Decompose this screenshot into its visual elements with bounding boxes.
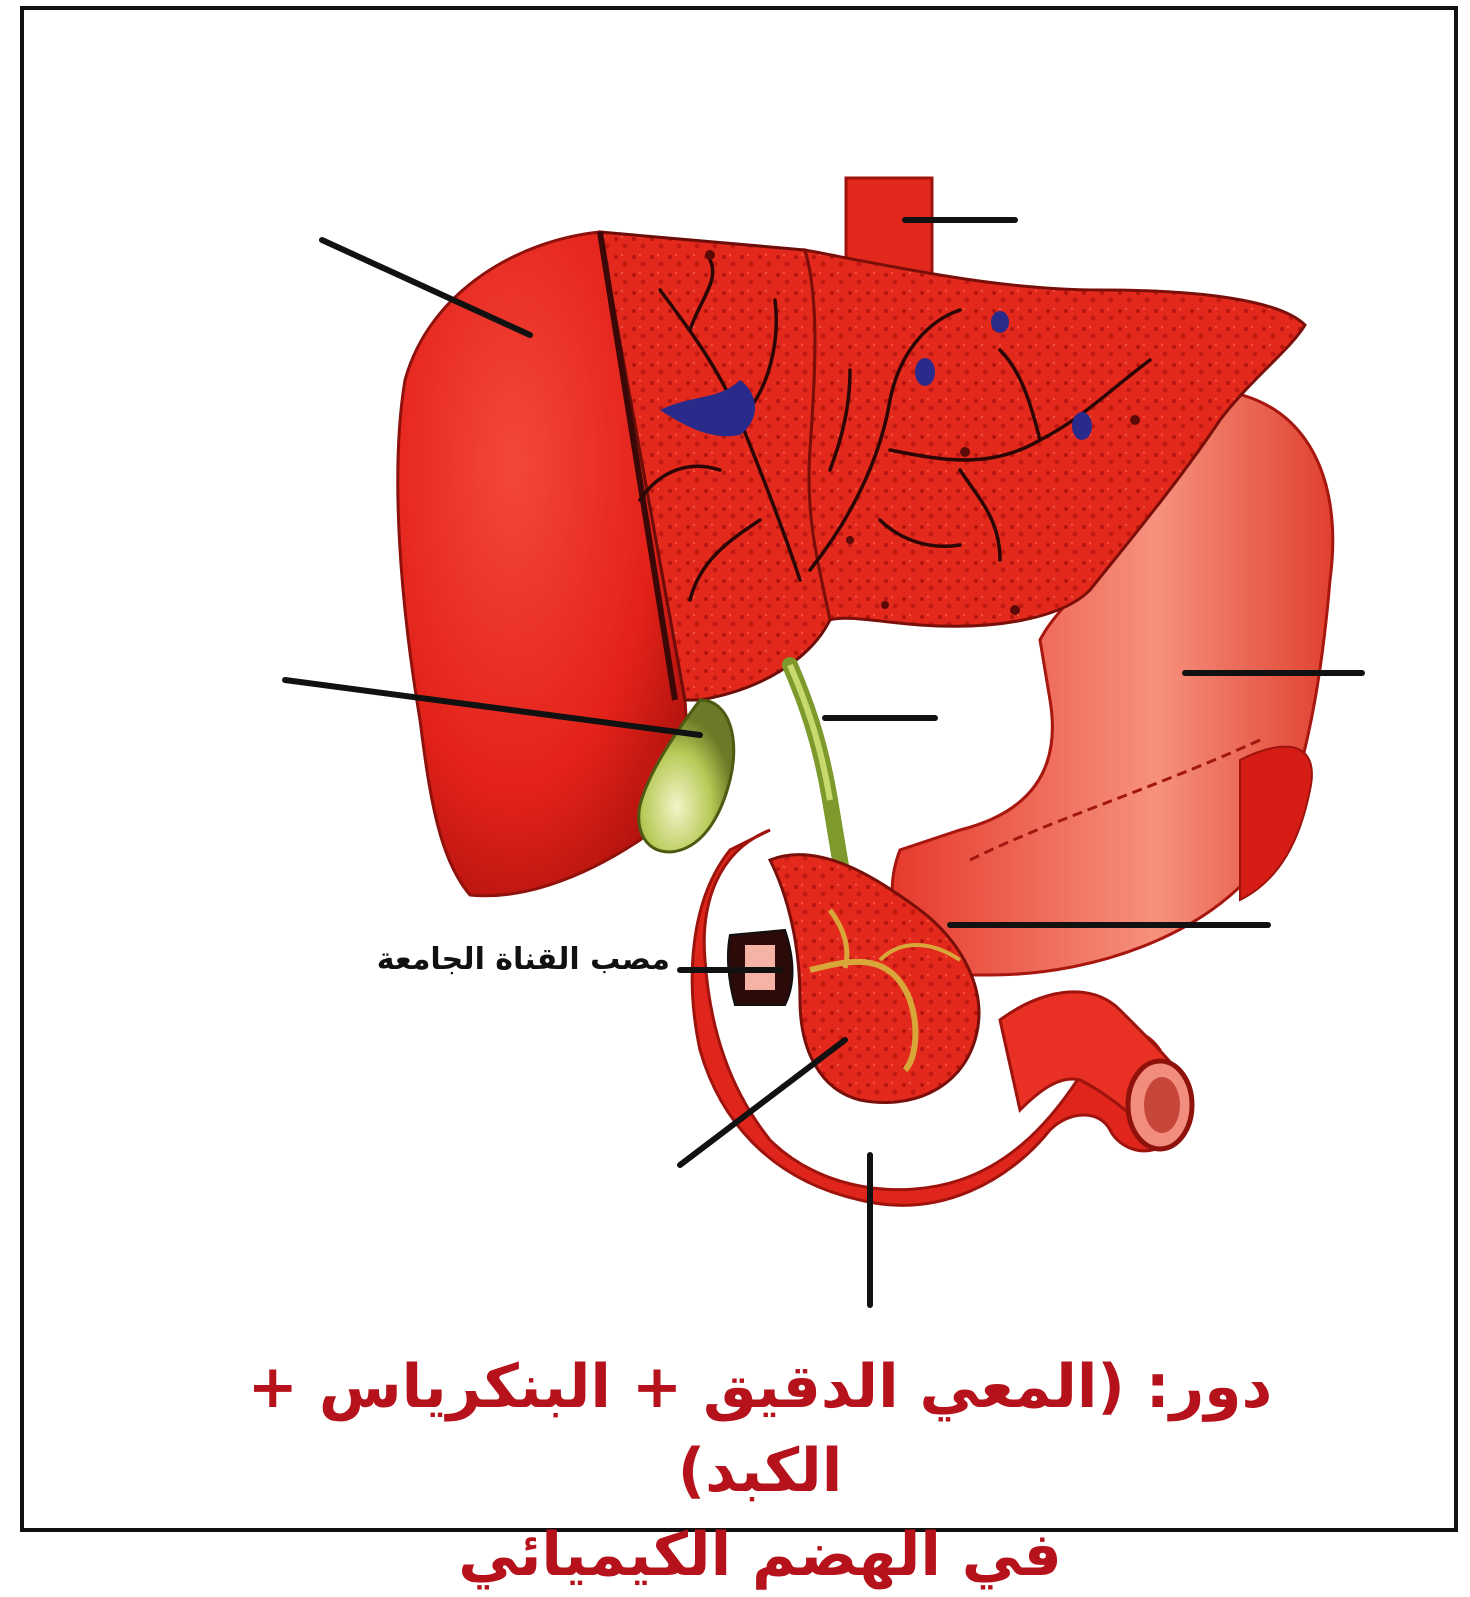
caption-line-1: دور: (المعي الدقيق + البنكرياس + الكبد) <box>160 1345 1360 1513</box>
digestive-organs-illustration <box>0 0 1470 1550</box>
common-duct-outlet-label: مصب القناة الجامعة <box>300 942 670 977</box>
spleen-edge <box>1240 747 1312 900</box>
caption: دور: (المعي الدقيق + البنكرياس + الكبد) … <box>160 1345 1360 1597</box>
caption-line-2: في الهضم الكيميائي <box>160 1513 1360 1597</box>
